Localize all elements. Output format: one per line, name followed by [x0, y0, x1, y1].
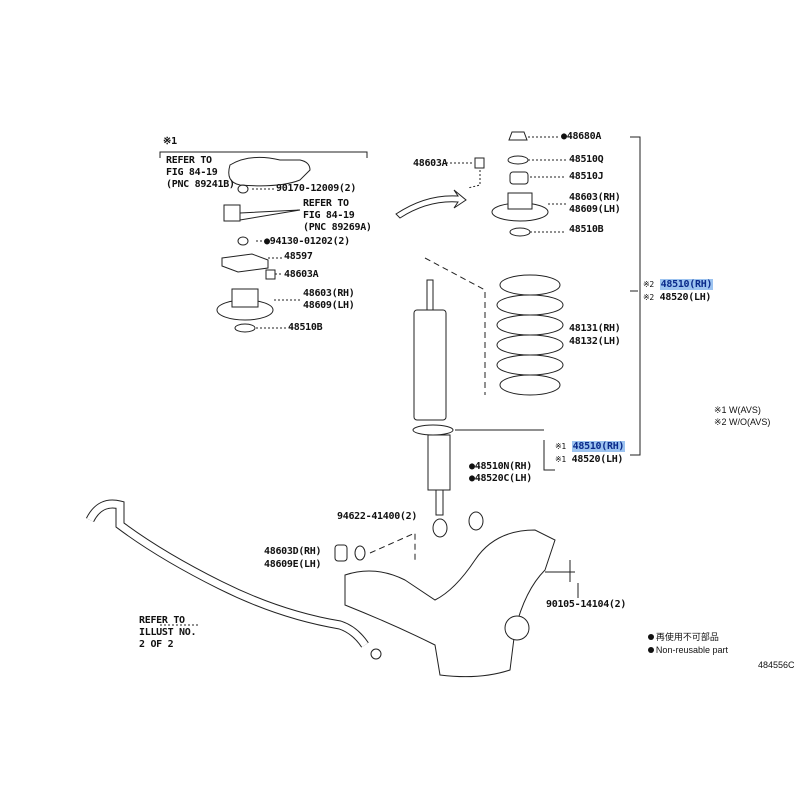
- part-label[interactable]: 48520(LH): [659, 292, 712, 303]
- ball-joint-icon: [504, 615, 530, 641]
- bracket-line: [159, 151, 368, 158]
- height-sensor-icon: [228, 156, 311, 187]
- bullet-icon: [648, 634, 654, 640]
- refer-label: ILLUST NO.: [139, 627, 197, 638]
- part-label[interactable]: 48510B: [288, 322, 323, 333]
- nut-icon: [474, 157, 485, 169]
- bolt-icon: [545, 560, 575, 582]
- part-label[interactable]: 48609(LH): [569, 204, 621, 215]
- part-label[interactable]: 48603A: [284, 269, 319, 280]
- refer-label: FIG 84-19: [166, 167, 218, 178]
- bushing-48603D-icon: [334, 544, 366, 562]
- part-label[interactable]: 48510J: [569, 171, 604, 182]
- part-label[interactable]: 90105-14104(2): [546, 599, 627, 610]
- legend-w-avs: ※1 W(AVS): [714, 405, 761, 415]
- part-label[interactable]: 48520(LH): [571, 454, 624, 465]
- shock-absorber-icon: [412, 279, 454, 538]
- marker: ※1: [555, 455, 566, 464]
- part-label[interactable]: 48603(RH): [303, 288, 355, 299]
- nut-48603A-icon: [265, 269, 276, 280]
- part-label[interactable]: 94622-41400(2): [337, 511, 418, 522]
- assy-wo-avs-rh[interactable]: ※2 48510(RH): [643, 279, 714, 291]
- refer-label: REFER TO: [139, 615, 185, 626]
- marker: ※2: [643, 280, 654, 289]
- part-label[interactable]: 48609(LH): [303, 300, 355, 311]
- assy-wo-avs-lh[interactable]: ※2 48520(LH): [643, 292, 711, 304]
- bracket-48597-icon: [221, 253, 269, 273]
- part-label[interactable]: 48603(RH): [569, 192, 621, 203]
- coil-spring-icon: [496, 274, 564, 396]
- part-label[interactable]: ●48520C(LH): [469, 473, 532, 484]
- part-label[interactable]: 48597: [284, 251, 313, 262]
- refer-label: (PNC 89269A): [303, 222, 372, 233]
- legend-nonreusable-jp: ● 再使用不可部品: [648, 632, 719, 642]
- marker: ※1: [555, 442, 566, 451]
- part-label[interactable]: 90170-12009(2): [276, 183, 357, 194]
- bushing-icon: [370, 648, 382, 660]
- marker: ※2: [643, 293, 654, 302]
- arrow-icon: [395, 189, 467, 219]
- sensor-link-icon: [223, 204, 301, 222]
- part-label[interactable]: ●48510N(RH): [469, 461, 532, 472]
- bullet-icon: [648, 647, 654, 653]
- refer-label: REFER TO: [166, 155, 212, 166]
- nut-icon: [237, 184, 249, 194]
- washer-48510B-icon: [509, 227, 531, 237]
- figure-id: 484556C: [758, 660, 795, 670]
- refer-label: 2 OF 2: [139, 639, 174, 650]
- nut-icon: [237, 236, 249, 246]
- lower-arm-knuckle-icon: [344, 529, 556, 678]
- part-label[interactable]: 48510B: [569, 224, 604, 235]
- part-label-highlighted[interactable]: 48510(RH): [571, 441, 626, 452]
- bushing-icon: [468, 511, 484, 531]
- w-avs-marker: ※1: [163, 136, 177, 147]
- refer-label: FIG 84-19: [303, 210, 355, 221]
- nut-48680A-icon: [508, 131, 528, 141]
- part-label[interactable]: ●48680A: [561, 131, 602, 142]
- washer-48510Q-icon: [507, 155, 529, 165]
- part-label[interactable]: 48131(RH): [569, 323, 621, 334]
- part-label[interactable]: 48609E(LH): [264, 559, 322, 570]
- assembly-bracket: [630, 136, 641, 456]
- washer-icon: [234, 323, 256, 333]
- legend-nonreusable-en: ● Non-reusable part: [648, 645, 728, 655]
- refer-label: (PNC 89241B): [166, 179, 235, 190]
- part-label[interactable]: 48603A: [413, 158, 448, 169]
- part-label[interactable]: 48510Q: [569, 154, 604, 165]
- refer-label: REFER TO: [303, 198, 349, 209]
- part-label[interactable]: 48603D(RH): [264, 546, 322, 557]
- part-label[interactable]: 48132(LH): [569, 336, 621, 347]
- legend-wo-avs: ※2 W/O(AVS): [714, 417, 771, 427]
- assy-w-avs-rh[interactable]: ※1 48510(RH): [555, 441, 626, 453]
- bushing-48510J-icon: [509, 171, 529, 185]
- part-label[interactable]: ●94130-01202(2): [264, 236, 350, 247]
- part-label-highlighted[interactable]: 48510(RH): [659, 279, 714, 290]
- assy-w-avs-lh[interactable]: ※1 48520(LH): [555, 454, 623, 466]
